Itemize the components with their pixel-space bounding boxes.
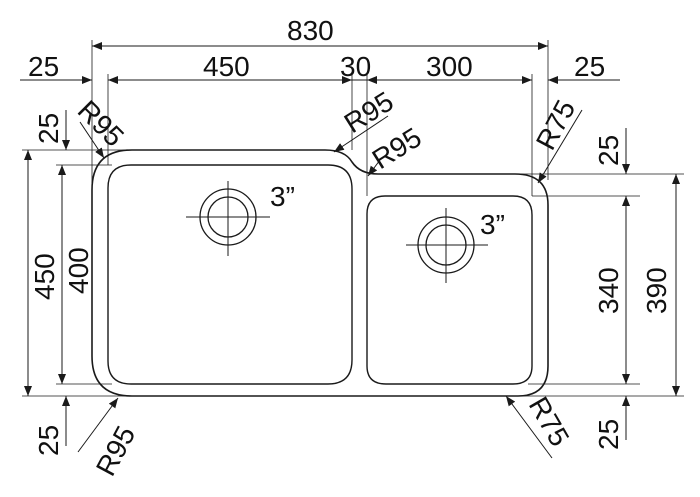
label-large-inner-height: 400 — [63, 247, 94, 294]
small-bowl-drain — [406, 208, 488, 283]
label-left-margin: 25 — [28, 51, 59, 82]
label-large-bottom-radius: R95 — [90, 421, 141, 481]
label-small-top-radius: R75 — [530, 95, 581, 155]
label-small-outer-height: 390 — [641, 267, 672, 314]
leader-small-top-radius — [537, 109, 583, 184]
small-bowl — [366, 195, 533, 385]
label-overall-width: 830 — [287, 15, 334, 46]
leader-large-top-radius — [79, 121, 105, 159]
leader-large-bottom-radius — [77, 397, 119, 453]
label-divider-radius-top: R95 — [339, 86, 399, 140]
leader-divider-radius — [333, 115, 389, 153]
label-divider-radius-second: R95 — [367, 122, 427, 176]
label-large-drain-size: 3” — [270, 181, 295, 212]
label-small-bowl-width: 300 — [426, 51, 473, 82]
label-left-top-margin: 25 — [33, 113, 64, 144]
label-large-bowl-width: 450 — [203, 51, 250, 82]
label-large-outer-height: 450 — [29, 253, 60, 300]
label-small-drain-size: 3” — [480, 209, 505, 240]
leader-divider-radius-second — [367, 159, 381, 177]
label-small-inner-height: 340 — [593, 267, 624, 314]
label-small-bottom-radius: R75 — [523, 392, 576, 452]
label-divider-width: 30 — [340, 51, 371, 82]
leader-small-bottom-radius — [505, 395, 553, 459]
large-bowl-drain — [186, 181, 270, 256]
large-bowl — [107, 164, 353, 385]
label-right-margin: 25 — [574, 51, 605, 82]
label-right-bottom-margin: 25 — [593, 419, 624, 450]
label-right-top-margin: 25 — [593, 135, 624, 166]
label-left-bottom-margin: 25 — [33, 425, 64, 456]
label-large-top-radius: R95 — [72, 94, 130, 152]
sink-outer-outline — [91, 149, 549, 397]
